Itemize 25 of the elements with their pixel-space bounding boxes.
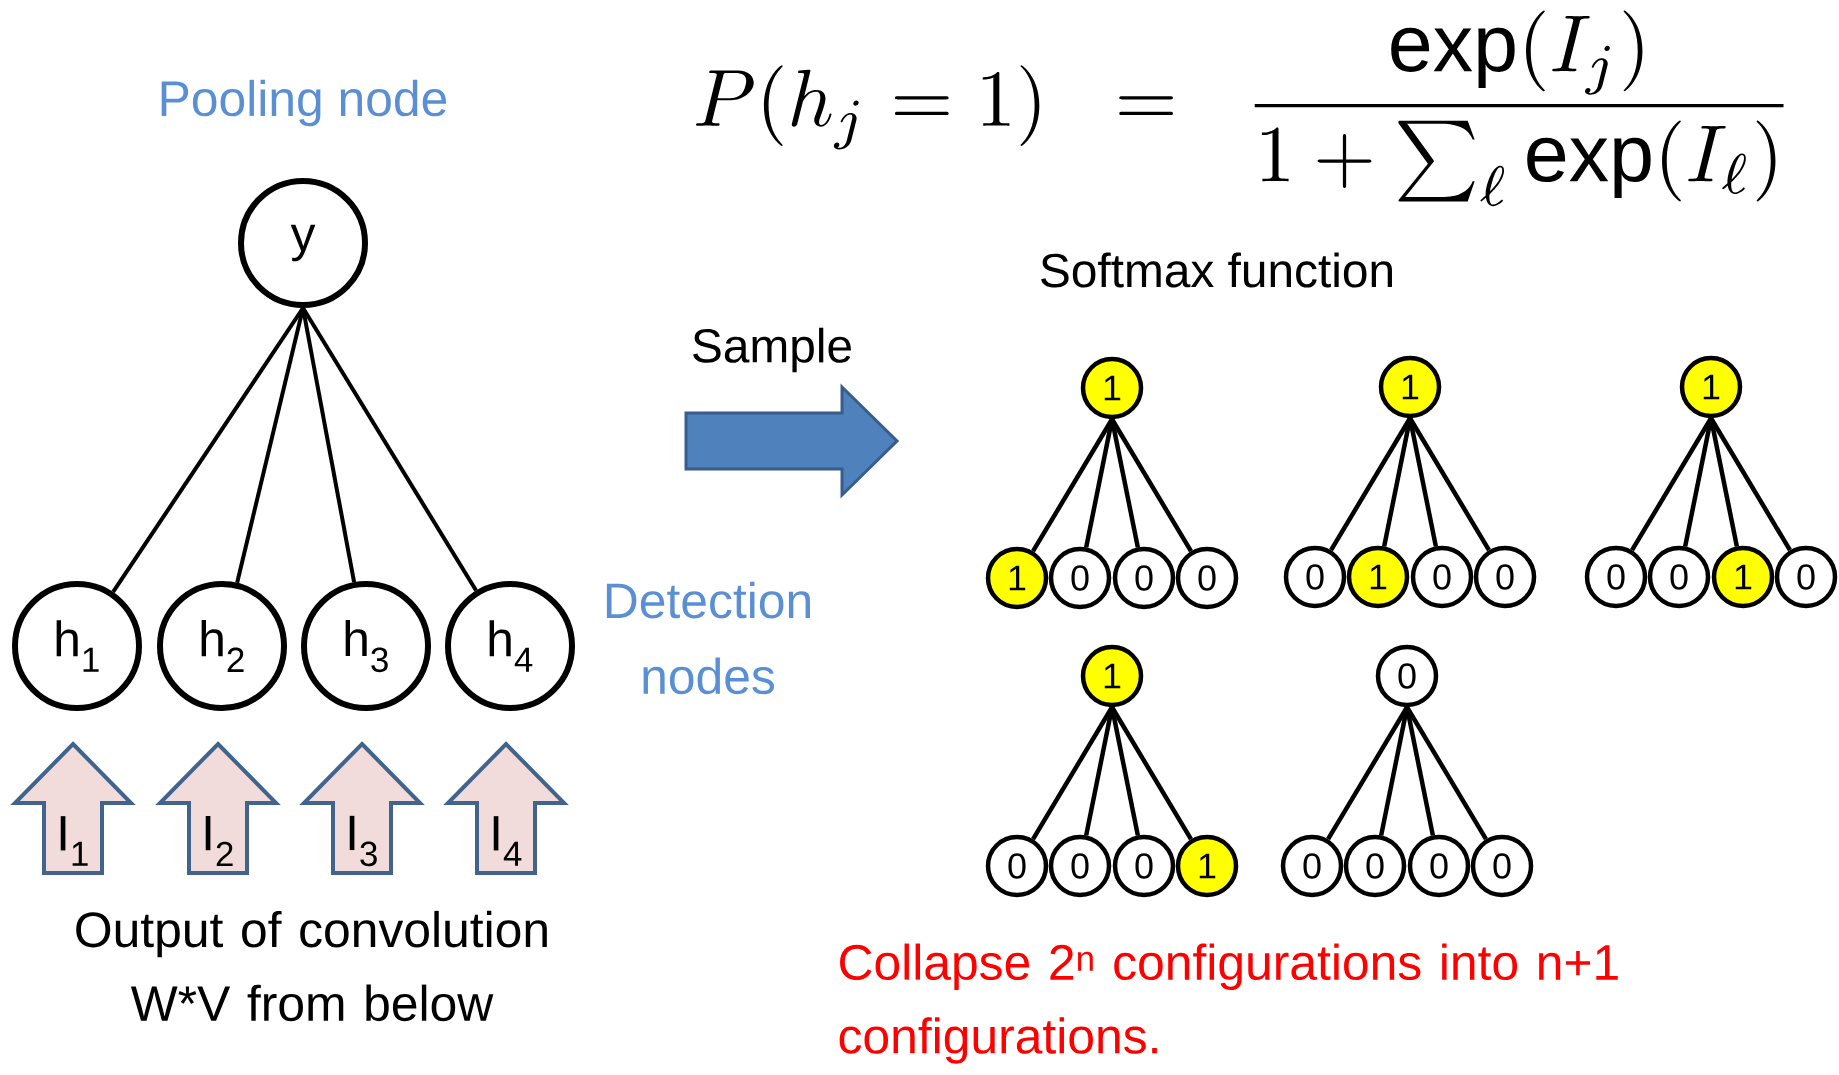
connector-line — [235, 307, 305, 584]
arrow-label: I$_{1}$ — [60, 816, 88, 866]
arrow-label: I$_{2}$ — [205, 816, 233, 867]
connector-line — [1382, 417, 1413, 547]
connector-line — [1379, 706, 1410, 836]
connector-line — [111, 306, 305, 594]
caption: Output of convolution W*V from below — [76, 910, 547, 1022]
formula: $P(h_j = 1) \;\;=\;\; \frac{\exp(I_j)}{1+\sum_{\ell} \exp(I_{\ell})}$ — [696, 10, 1784, 207]
connector-line — [1708, 417, 1740, 547]
connector-line — [1084, 418, 1115, 548]
formula-caption: Softmax function — [1041, 252, 1392, 288]
connector-line — [1109, 706, 1141, 836]
connector-line — [301, 307, 357, 583]
connector-line — [1109, 418, 1141, 548]
node-caption: Pooling node — [161, 79, 447, 127]
arrow-label: I$_{3}$ — [349, 815, 377, 867]
connector-line — [1683, 417, 1714, 547]
note: Collapse 2$^{n}$ configurations into n+1 configurations. — [839, 943, 1618, 1064]
connector-line — [1084, 706, 1115, 836]
arrow-label: Sample — [693, 327, 851, 373]
group-label: Detection nodes — [606, 581, 810, 695]
connector-line — [1407, 417, 1439, 547]
connector-line — [1404, 706, 1436, 836]
arrow-label: I$_{4}$ — [493, 816, 522, 866]
connector-line — [301, 306, 478, 592]
